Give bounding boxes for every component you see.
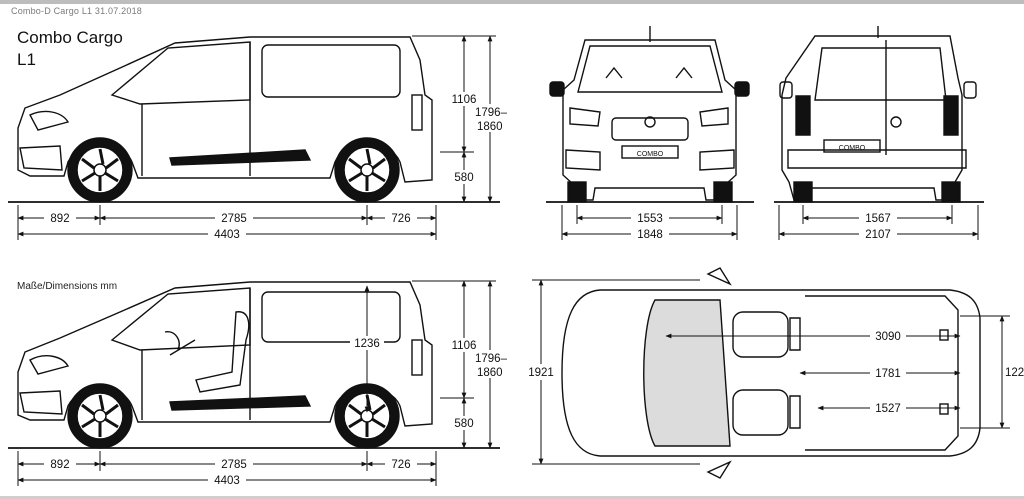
dim-cutaway-sill-height: 580 — [454, 418, 473, 430]
title-line-variant: L1 — [17, 50, 36, 69]
top-view-labels: 1921 3090 1781 1527 1229 — [527, 329, 1024, 415]
dim-side-wheelbase: 2785 — [221, 213, 247, 225]
dim-cutaway-wheelbase: 2785 — [221, 459, 247, 471]
dim-side-total-height-max: 1860 — [477, 121, 503, 133]
units-label: Maße/Dimensions mm — [17, 281, 118, 292]
top-view-driver-seat — [732, 311, 789, 358]
dim-cutaway-overhang-rear: 726 — [391, 459, 410, 471]
rear-view — [774, 26, 984, 203]
side-cutaway-labels: 1236 892 2785 726 4403 1106 580 1796– 18… — [44, 336, 510, 487]
side-cutaway-dimensions — [17, 280, 496, 486]
rear-plate — [823, 139, 881, 153]
dim-cutaway-total-height-max: 1860 — [477, 367, 503, 379]
side-view-labels: 892 2785 726 4403 1106 580 1796– 1860 — [44, 92, 510, 241]
dim-side-total-height: 1796– — [475, 107, 508, 119]
front-plate — [621, 145, 679, 159]
side-view-body-moulding — [169, 149, 312, 166]
dim-side-overhang-rear: 726 — [391, 213, 410, 225]
dim-side-overhang-front: 892 — [50, 213, 69, 225]
title-line-model: Combo Cargo — [17, 28, 123, 47]
top-rule — [0, 0, 1024, 4]
document-header: Combo-D Cargo L1 31.07.2018 — [11, 6, 142, 16]
side-view — [8, 36, 500, 204]
cutaway-seat — [195, 311, 250, 393]
dim-side-length: 4403 — [214, 229, 240, 241]
dim-cargo-length-max: 3090 — [875, 331, 901, 343]
dim-front-width: 1848 — [637, 229, 663, 241]
page-title: Combo Cargo L1 — [17, 27, 123, 71]
dim-cutaway-overhang-front: 892 — [50, 459, 69, 471]
dim-cutaway-total-height: 1796– — [475, 353, 508, 365]
side-view-rear-wheel — [333, 136, 401, 204]
side-view-dimensions — [17, 35, 496, 240]
cutaway-steering-wheel — [164, 331, 196, 356]
front-view-outline — [562, 39, 737, 201]
front-view-windscreen — [577, 45, 723, 93]
dim-cutaway-length: 4403 — [214, 475, 240, 487]
rear-view-outline — [781, 35, 963, 201]
top-view-dimensions — [532, 279, 1010, 465]
side-view-window — [261, 44, 401, 98]
dim-top-width: 1921 — [528, 367, 554, 379]
dim-cargo-length: 1781 — [875, 368, 901, 380]
front-view — [546, 26, 754, 203]
bottom-rule — [0, 496, 1024, 499]
dim-rear-track: 1567 — [865, 213, 891, 225]
dim-rear-width: 2107 — [865, 229, 891, 241]
side-view-front-wheel — [66, 136, 134, 204]
cutaway-front-wheel — [66, 382, 134, 450]
side-cutaway-view — [8, 281, 500, 450]
dim-cargo-length-floor: 1527 — [875, 403, 901, 415]
dim-cutaway-body-height: 1106 — [452, 340, 477, 352]
rear-view-window — [814, 47, 947, 101]
top-view-windscreen — [643, 299, 731, 447]
dim-front-track: 1553 — [637, 213, 663, 225]
rear-plate-text: COMBO — [839, 145, 866, 152]
dim-cargo-height: 1236 — [354, 338, 380, 350]
side-view-windscreen — [110, 41, 251, 105]
dim-side-sill-height: 580 — [454, 172, 473, 184]
dim-width-between-arches: 1229 — [1005, 367, 1024, 379]
top-view-outline — [561, 289, 981, 457]
front-plate-text: COMBO — [637, 151, 664, 158]
top-view-passenger-seat — [732, 389, 789, 436]
dim-side-body-height: 1106 — [452, 94, 477, 106]
